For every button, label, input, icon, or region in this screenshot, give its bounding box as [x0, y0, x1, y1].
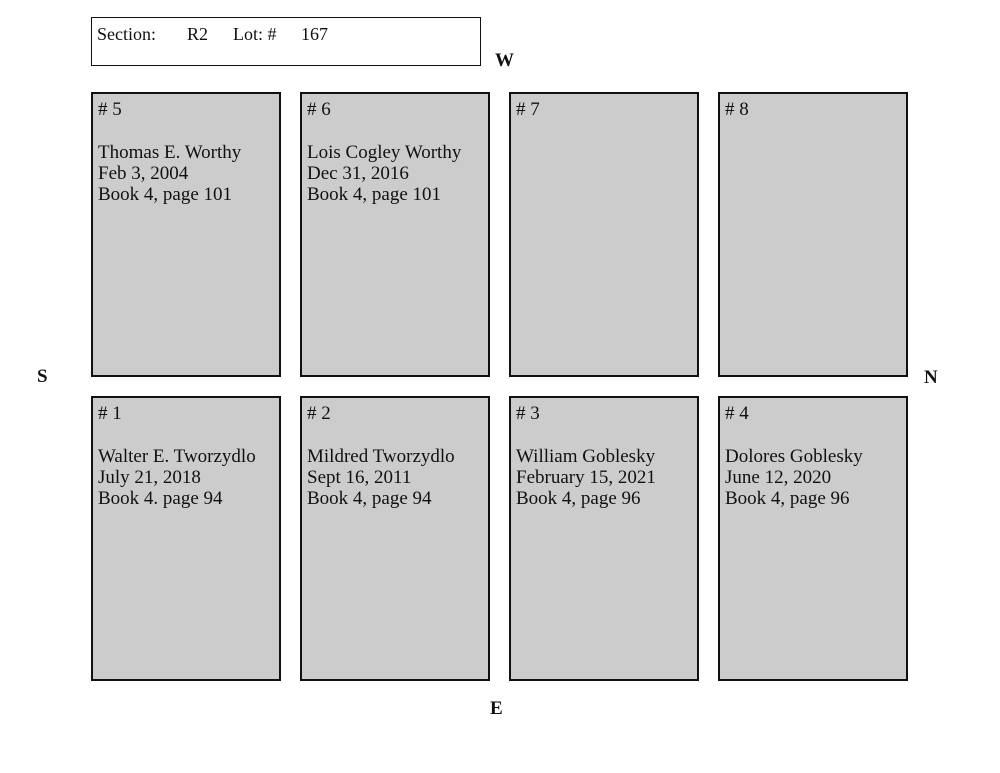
plot-3: # 3 William Goblesky February 15, 2021 B…	[509, 396, 699, 681]
plot-6: # 6 Lois Cogley Worthy Dec 31, 2016 Book…	[300, 92, 490, 377]
plot-info: Dolores Goblesky June 12, 2020 Book 4, p…	[725, 446, 863, 509]
plot-info: Walter E. Tworzydlo July 21, 2018 Book 4…	[98, 446, 256, 509]
plot-book: Book 4, page 94	[307, 488, 432, 509]
plot-5: # 5 Thomas E. Worthy Feb 3, 2004 Book 4,…	[91, 92, 281, 377]
section-label: Section:	[97, 24, 156, 44]
plot-7: # 7	[509, 92, 699, 377]
plot-number: # 7	[516, 99, 540, 120]
compass-south: S	[37, 366, 48, 387]
compass-north: N	[924, 367, 938, 388]
plot-number: # 1	[98, 403, 122, 424]
plot-book: Book 4, page 96	[725, 488, 850, 509]
plot-number: # 4	[725, 403, 749, 424]
plot-1: # 1 Walter E. Tworzydlo July 21, 2018 Bo…	[91, 396, 281, 681]
plot-info: Lois Cogley Worthy Dec 31, 2016 Book 4, …	[307, 142, 461, 205]
plot-name: Thomas E. Worthy	[98, 142, 242, 163]
plot-name: Walter E. Tworzydlo	[98, 446, 256, 467]
plot-info: Mildred Tworzydlo Sept 16, 2011 Book 4, …	[307, 446, 455, 509]
plot-number: # 3	[516, 403, 540, 424]
plot-date: February 15, 2021	[516, 467, 656, 488]
plot-2: # 2 Mildred Tworzydlo Sept 16, 2011 Book…	[300, 396, 490, 681]
plot-4: # 4 Dolores Goblesky June 12, 2020 Book …	[718, 396, 908, 681]
plot-name: William Goblesky	[516, 446, 656, 467]
plot-date: Sept 16, 2011	[307, 467, 412, 488]
lot-value: 167	[301, 24, 328, 44]
plot-number: # 8	[725, 99, 749, 120]
plot-book: Book 4, page 101	[98, 184, 233, 205]
section-value: R2	[187, 24, 209, 44]
plot-date: July 21, 2018	[98, 467, 201, 488]
compass-east: E	[490, 698, 503, 719]
plot-date: Dec 31, 2016	[307, 163, 409, 184]
plot-name: Dolores Goblesky	[725, 446, 863, 467]
plot-name: Mildred Tworzydlo	[307, 446, 455, 467]
plot-book: Book 4. page 94	[98, 488, 223, 509]
plot-date: Feb 3, 2004	[98, 163, 189, 184]
plot-number: # 5	[98, 99, 122, 120]
plot-info: William Goblesky February 15, 2021 Book …	[516, 446, 656, 509]
plot-number: # 2	[307, 403, 331, 424]
plot-8: # 8	[718, 92, 908, 377]
plot-book: Book 4, page 101	[307, 184, 442, 205]
lot-label: Lot: #	[233, 24, 277, 44]
plot-name: Lois Cogley Worthy	[307, 142, 462, 163]
section-lot-header: Section: R2 Lot: # 167	[91, 17, 481, 66]
plot-number: # 6	[307, 99, 331, 120]
plot-date: June 12, 2020	[725, 467, 832, 488]
plot-book: Book 4, page 96	[516, 488, 641, 509]
compass-west: W	[495, 50, 514, 71]
plot-info: Thomas E. Worthy Feb 3, 2004 Book 4, pag…	[98, 142, 241, 205]
